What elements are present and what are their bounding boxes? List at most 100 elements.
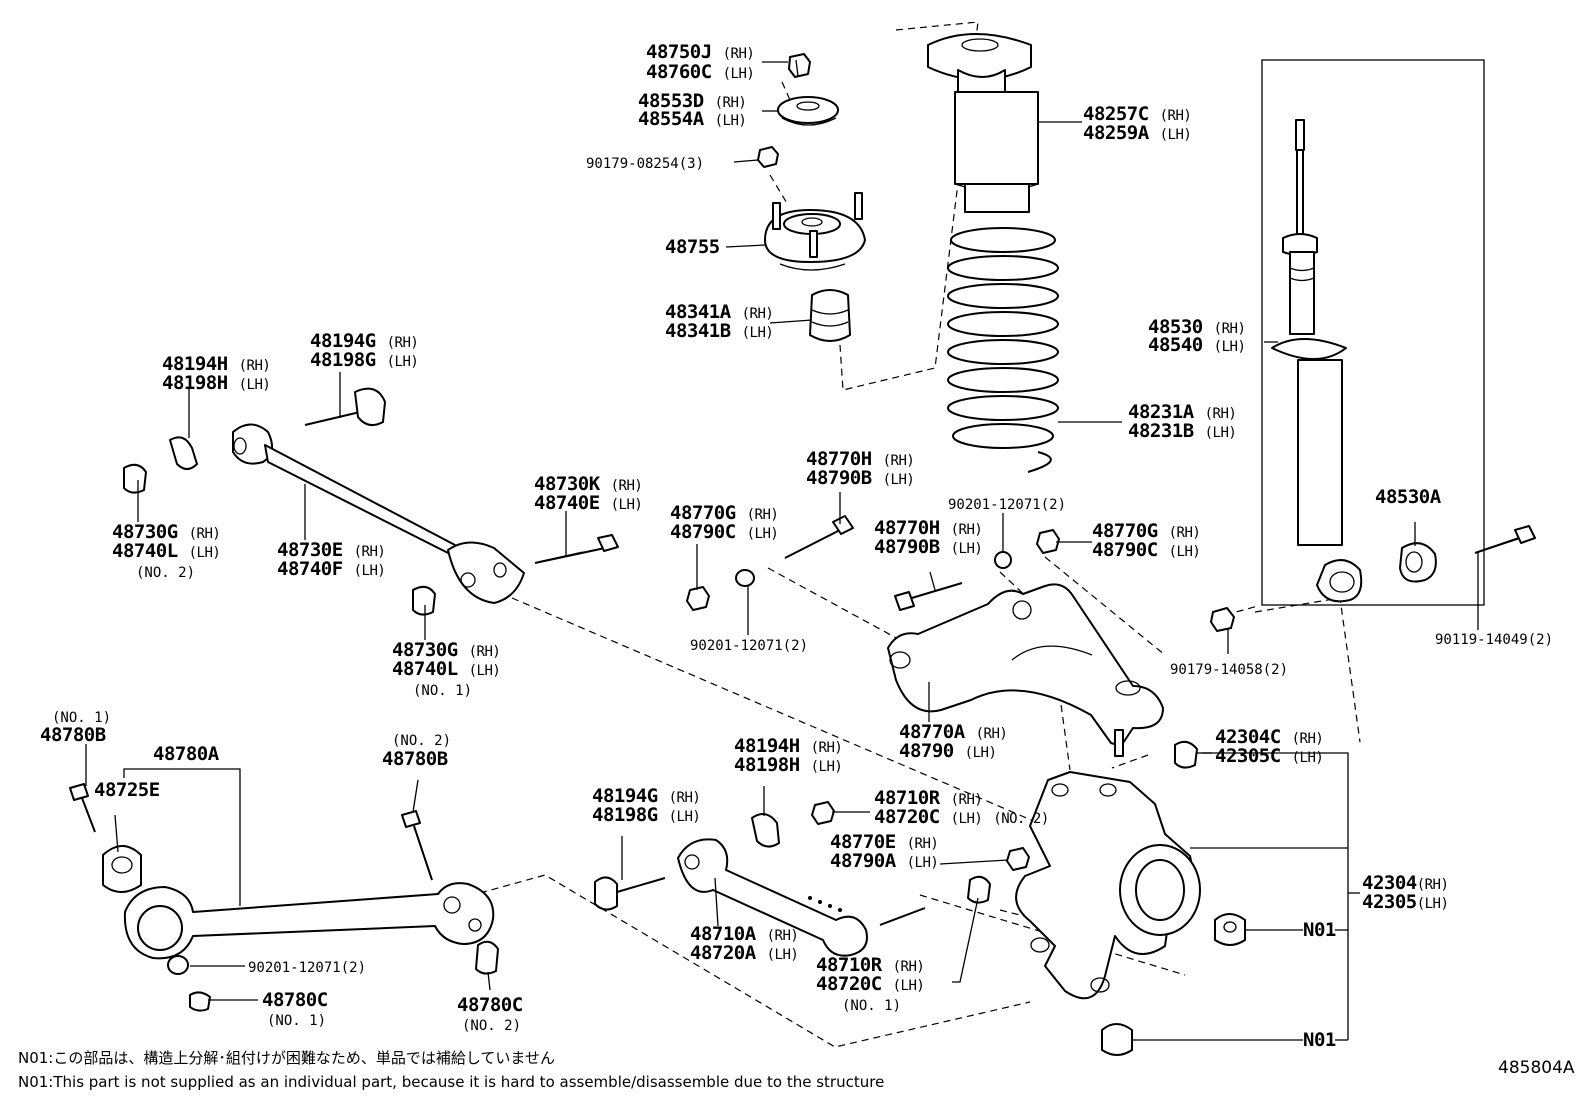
label-48780b-no2[interactable]: 48780B (382, 748, 448, 770)
bushing-48710r-lower-icon (967, 875, 991, 904)
spring-seat-48257c-icon (927, 33, 1039, 213)
arm-48780a-icon (123, 882, 495, 960)
bolt-48770h-top-icon (784, 515, 854, 559)
label-90201-12071-mid[interactable]: 90201-12071(2) (948, 497, 1066, 513)
label-42305c[interactable]: 42305C (LH) (1215, 745, 1324, 767)
label-48730g-no1[interactable]: 48730G (RH) (392, 639, 501, 661)
label-48710r-upper[interactable]: 48710R (RH) (874, 787, 983, 809)
label-48259a[interactable]: 48259A (LH) (1083, 122, 1192, 144)
bolt-48770h-mid-icon (894, 582, 963, 611)
label-48750j[interactable]: 48750J (RH) (646, 41, 755, 63)
nut-90179-14058-icon (1210, 607, 1235, 632)
label-48755[interactable]: 48755 (665, 236, 720, 258)
label-48530[interactable]: 48530 (RH) (1148, 316, 1246, 338)
bolt-90119-14049-icon (1474, 525, 1536, 554)
label-48530a[interactable]: 48530A (1375, 486, 1442, 508)
label-48554a[interactable]: 48554A (LH) (638, 108, 747, 130)
label-48740l-no1[interactable]: 48740L (LH) (392, 658, 501, 680)
label-48740f[interactable]: 48740F (LH) (277, 558, 386, 580)
label-48720c-upper[interactable]: 48720C (LH) (NO. 2) (874, 806, 1049, 828)
label-48257c[interactable]: 48257C (RH) (1083, 103, 1192, 125)
label-42305[interactable]: 42305(LH) (1362, 891, 1449, 913)
label-48770e[interactable]: 48770E (RH) (830, 831, 939, 853)
label-90179-14058[interactable]: 90179-14058(2) (1170, 662, 1288, 678)
bolt-48780b-no1-icon (69, 783, 96, 833)
label-90179-08254[interactable]: 90179-08254(3) (586, 156, 704, 172)
label-48770g-left[interactable]: 48770G (RH) (670, 502, 779, 524)
nut-48780c-no1-icon (189, 991, 211, 1012)
label-48720c-lower[interactable]: 48720C (LH) (816, 973, 925, 995)
label-48760c[interactable]: 48760C (LH) (646, 61, 755, 83)
label-48790b-mid[interactable]: 48790B (LH) (874, 536, 983, 558)
label-48790a[interactable]: 48790A (LH) (830, 850, 939, 872)
bolt-48730k-icon (534, 534, 619, 564)
bushing-48730g-no1-icon (412, 585, 436, 616)
label-48770g-right[interactable]: 48770G (RH) (1092, 520, 1201, 542)
label-48730k[interactable]: 48730K (RH) (534, 473, 643, 495)
label-48780b-no2-sub: (NO. 2) (392, 733, 451, 749)
label-90119-14049[interactable]: 90119-14049(2) (1435, 632, 1553, 648)
label-48341a[interactable]: 48341A (RH) (665, 301, 774, 323)
label-42304[interactable]: 42304(RH) (1362, 872, 1449, 894)
shock-absorber-48530-icon (1261, 59, 1485, 606)
label-48740e[interactable]: 48740E (LH) (534, 492, 643, 514)
label-48194g-lower[interactable]: 48194G (RH) (592, 785, 701, 807)
label-48780b-no1[interactable]: 48780B (40, 724, 106, 746)
label-48194g-upper[interactable]: 48194G (RH) (310, 330, 419, 352)
note-en: N01:This part is not supplied as an indi… (18, 1073, 884, 1091)
knuckle-42304-icon (1015, 771, 1201, 1000)
label-48770a[interactable]: 48770A (RH) (899, 721, 1008, 743)
label-48720a[interactable]: 48720A (LH) (690, 942, 799, 964)
diagram-code: 485804A (1498, 1058, 1575, 1078)
label-48198h-upper[interactable]: 48198H (LH) (162, 372, 271, 394)
upper-arm-48770a-icon (887, 583, 1164, 757)
label-48790c-left[interactable]: 48790C (LH) (670, 521, 779, 543)
label-n01-b[interactable]: N01 (1303, 1029, 1336, 1051)
label-48730e[interactable]: 48730E (RH) (277, 539, 386, 561)
label-48198g-lower[interactable]: 48198G (LH) (592, 804, 701, 826)
label-48341b[interactable]: 48341B (LH) (665, 320, 774, 342)
label-48780c-no1[interactable]: 48780C (262, 989, 328, 1011)
label-48710a[interactable]: 48710A (RH) (690, 923, 799, 945)
label-48770h-mid[interactable]: 48770H (RH) (874, 517, 983, 539)
label-48770h-top[interactable]: 48770H (RH) (806, 448, 915, 470)
label-48790b-top[interactable]: 48790B (LH) (806, 467, 915, 489)
bushing-48725e-icon (102, 845, 142, 893)
bushing-48730g-no2-icon (123, 463, 147, 494)
label-48540[interactable]: 48540 (LH) (1148, 334, 1246, 356)
label-48780b-no1-sub: (NO. 1) (52, 710, 111, 726)
label-48790[interactable]: 48790 (LH) (899, 740, 997, 762)
cam-48194h-lower-icon (751, 813, 780, 848)
washer-90201-12071-mid-icon (994, 551, 1012, 569)
label-48790c-right[interactable]: 48790C (LH) (1092, 539, 1201, 561)
footer-notes: N01:この部品は、構造上分解･組付けが困難なため、単品では補給していません N… (18, 1049, 1575, 1091)
bushing-n01-b-icon (1101, 1023, 1133, 1056)
cushion-48553d-icon (777, 96, 839, 126)
label-48730g-no2[interactable]: 48730G (RH) (112, 521, 221, 543)
adjuster-slots-icon (808, 896, 842, 912)
label-48780c-no2[interactable]: 48780C (457, 994, 523, 1016)
label-48198g-upper[interactable]: 48198G (LH) (310, 349, 419, 371)
bushing-42304c-icon (1174, 740, 1198, 769)
label-48740l-no2[interactable]: 48740L (LH) (112, 540, 221, 562)
label-90201-12071-left[interactable]: 90201-12071(2) (690, 638, 808, 654)
label-90201-12071-lower[interactable]: 90201-12071(2) (248, 960, 366, 976)
nut-48710r-upper-icon (811, 801, 835, 825)
label-48231b[interactable]: 48231B (LH) (1128, 420, 1237, 442)
coil-spring-48231a-icon (947, 227, 1059, 473)
label-48710r-lower[interactable]: 48710R (RH) (816, 954, 925, 976)
label-48725e[interactable]: 48725E (94, 779, 160, 801)
label-48730g-no2-sub: (NO. 2) (136, 565, 195, 581)
label-48231a[interactable]: 48231A (RH) (1128, 401, 1237, 423)
label-48194h-upper[interactable]: 48194H (RH) (162, 353, 271, 375)
label-48198h-lower[interactable]: 48198H (LH) (734, 754, 843, 776)
label-48194h-lower[interactable]: 48194H (RH) (734, 735, 843, 757)
bushing-48530a-icon (1399, 542, 1437, 583)
label-48780a[interactable]: 48780A (153, 743, 220, 765)
label-42304c[interactable]: 42304C (RH) (1215, 726, 1324, 748)
bushing-48780c-no2-icon (475, 940, 499, 975)
label-48553d[interactable]: 48553D (RH) (638, 90, 747, 112)
arm-48710a-icon (677, 838, 926, 957)
label-n01-a[interactable]: N01 (1303, 919, 1336, 941)
